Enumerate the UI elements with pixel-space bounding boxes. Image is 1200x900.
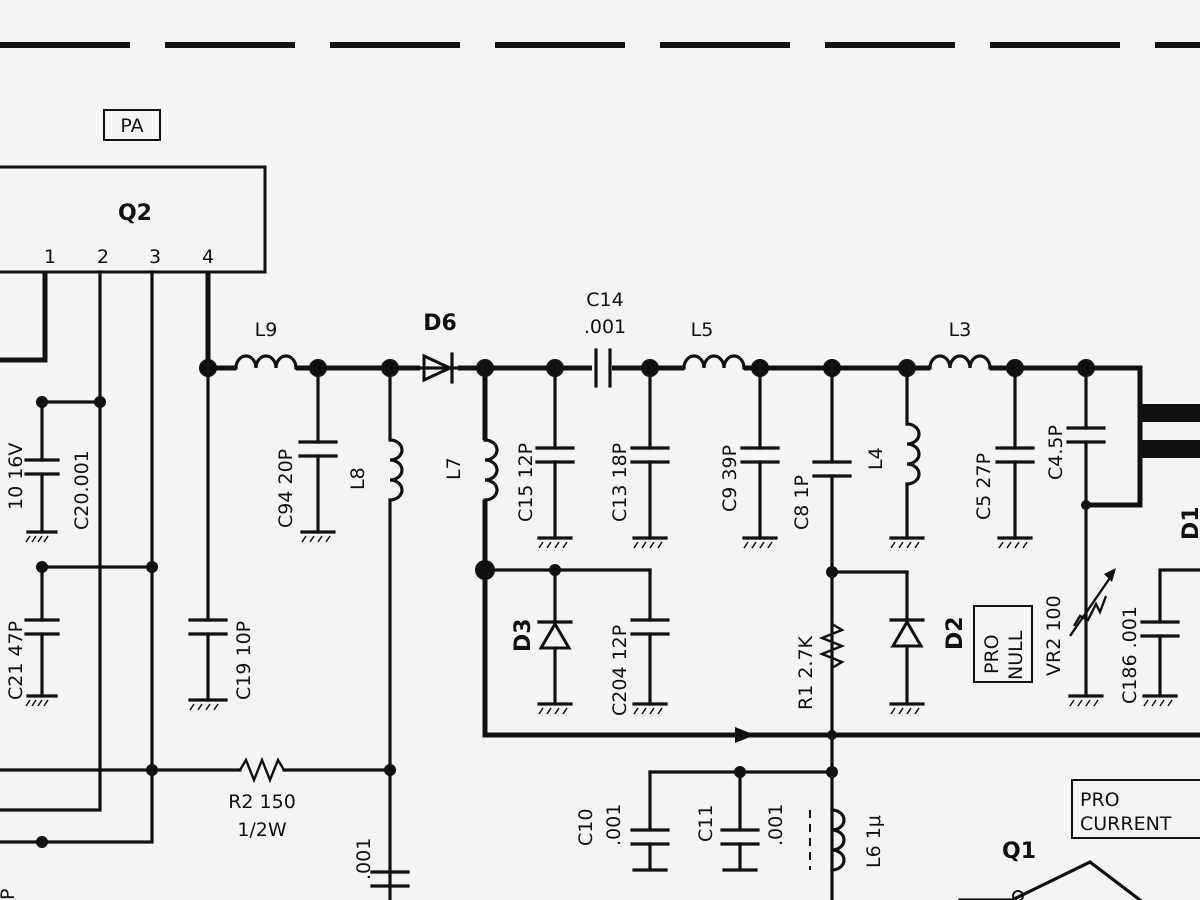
l5-label: L5 (691, 319, 714, 341)
pa-label: PA (120, 115, 143, 137)
capacitor-c9 (740, 366, 780, 540)
pin2-wire (0, 270, 102, 812)
c11-label: C11 (695, 805, 717, 842)
pro-current-box: PRO CURRENT (1071, 779, 1200, 839)
output-heavy-bar-top (1142, 404, 1200, 422)
inductor-l7 (482, 368, 1200, 743)
q2-pin1-label: 1 (44, 246, 56, 268)
r1-label: R1 2.7K (795, 635, 817, 710)
inductor-l4 (889, 366, 925, 540)
d6-label: D6 (423, 311, 457, 336)
capacitor-c186 (1140, 568, 1200, 698)
q2-pin3-label: 3 (149, 246, 161, 268)
ground-symbols (25, 535, 1173, 715)
diode-d2 (889, 570, 925, 706)
c4-label: C4.5P (1045, 425, 1067, 480)
c20-label: C20.001 (71, 450, 93, 530)
q2-label: Q2 (118, 201, 152, 226)
c14-value: .001 (584, 316, 626, 338)
junction-dots (36, 359, 1095, 848)
pro-current-label-2: CURRENT (1080, 813, 1172, 835)
l7-label: L7 (443, 457, 465, 480)
output-heavy-bar-bottom (1142, 440, 1200, 458)
q2-pin2-label: 2 (97, 246, 109, 268)
inductor-l3 (928, 354, 992, 370)
diode-d6 (418, 352, 460, 384)
l8-label: L8 (347, 467, 369, 490)
d2-label: D2 (943, 616, 968, 650)
c10-label: C10 (575, 809, 597, 846)
inductor-l8 (388, 366, 404, 900)
capacitor-c13 (630, 366, 670, 540)
q2-pin4-label: 4 (202, 246, 214, 268)
transistor-q1 (958, 860, 1143, 900)
d1-label: D1 (1179, 506, 1200, 540)
potentiometer-vr2 (1069, 568, 1116, 637)
diode-d3 (483, 568, 652, 706)
pin1-wire (0, 272, 48, 363)
c94-label: C94 20P (275, 449, 297, 528)
capacitor-bottom (370, 870, 410, 888)
vr2-label: VR2 100 (1043, 595, 1065, 676)
pro-current-label-1: PRO (1080, 789, 1120, 811)
c204-label: C204 12P (609, 625, 631, 716)
c8-label: C8 1P (791, 475, 813, 530)
capacitor-c14 (594, 348, 612, 388)
resistor-r1 (818, 570, 909, 670)
pro-null-label-1: PRO (981, 634, 1003, 674)
c10-value: .001 (603, 804, 625, 846)
c14-label: C14 (586, 289, 623, 311)
l4-label: L4 (865, 447, 887, 470)
inductor-l9 (234, 354, 298, 370)
inductor-l6 (809, 808, 846, 872)
c-bottom-label: .001 (353, 838, 375, 880)
c5-label: C5 27P (973, 453, 995, 520)
c19-label: C19 10P (233, 621, 255, 700)
l3-label: L3 (949, 319, 972, 341)
c15-label: C15 12P (515, 443, 537, 522)
r2-label: R2 150 (228, 791, 296, 813)
capacitor-c11 (720, 770, 760, 872)
pro-null-box: PRO NULL (973, 605, 1033, 683)
q1-label: Q1 (1002, 839, 1036, 864)
capacitor-c21 (24, 565, 154, 698)
left-partial-label: P (0, 889, 19, 900)
d3-label: D3 (511, 618, 536, 652)
capacitor-c4 (1066, 366, 1106, 698)
r2-wattage: 1/2W (237, 819, 287, 841)
capacitor-c94 (298, 366, 338, 534)
q2-module: Q2 1 2 3 4 (0, 165, 267, 274)
capacitor-c10 (630, 770, 670, 872)
c21-label: C21 47P (5, 621, 27, 700)
pro-null-label-2: NULL (1005, 630, 1027, 680)
c13-label: C13 18P (609, 443, 631, 522)
capacitor-c204 (630, 568, 670, 706)
inductor-l5 (682, 354, 746, 370)
pin3-wire (0, 270, 154, 844)
c11-value: .001 (765, 804, 787, 846)
capacitor-c19 (188, 366, 228, 702)
l9-label: L9 (255, 319, 278, 341)
c20-top-label: 10 16V (5, 443, 27, 510)
c186-label: C186 .001 (1119, 606, 1141, 704)
resistor-r2 (0, 756, 392, 784)
l6-label: L6 1μ (863, 815, 885, 868)
capacitor-c15 (535, 366, 575, 540)
c9-label: C9 39P (719, 445, 741, 512)
capacitor-c5 (995, 366, 1035, 540)
pa-label-box: PA (103, 109, 161, 141)
